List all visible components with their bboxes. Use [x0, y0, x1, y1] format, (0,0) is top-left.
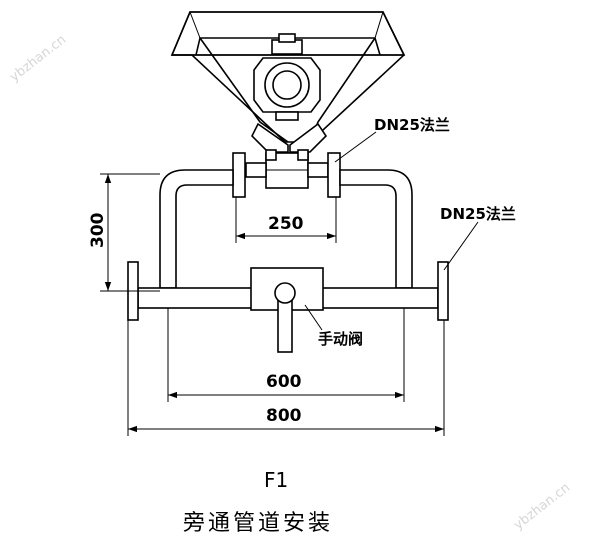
label-flange-right: DN25法兰: [440, 205, 516, 271]
end-flange-right: [437, 261, 449, 321]
sensor-body: [232, 149, 341, 198]
figure-title: 旁通管道安装: [183, 511, 333, 536]
dimension-600: 600: [167, 308, 405, 402]
watermark-right: ybzhan.cn: [511, 480, 573, 533]
dimension-250-label: 250: [268, 214, 304, 234]
figure-id: F1: [264, 468, 288, 492]
flange-right-label: DN25法兰: [440, 205, 516, 223]
dimension-250: 250: [235, 197, 337, 243]
flowmeter: [170, 11, 406, 153]
dimension-300: 300: [88, 173, 160, 292]
watermark-left: ybzhan.cn: [7, 32, 69, 85]
dimension-600-label: 600: [266, 372, 302, 392]
valve-label: 手动阀: [318, 330, 363, 348]
dimension-800-label: 800: [266, 406, 302, 426]
top-flange-left: [232, 152, 246, 198]
flange-top-label: DN25法兰: [374, 116, 450, 134]
label-valve: 手动阀: [304, 304, 363, 348]
manual-valve: [250, 267, 324, 353]
dimension-300-label: 300: [88, 212, 108, 248]
dimension-800: 800: [127, 320, 445, 436]
label-flange-top: DN25法兰: [334, 116, 450, 163]
